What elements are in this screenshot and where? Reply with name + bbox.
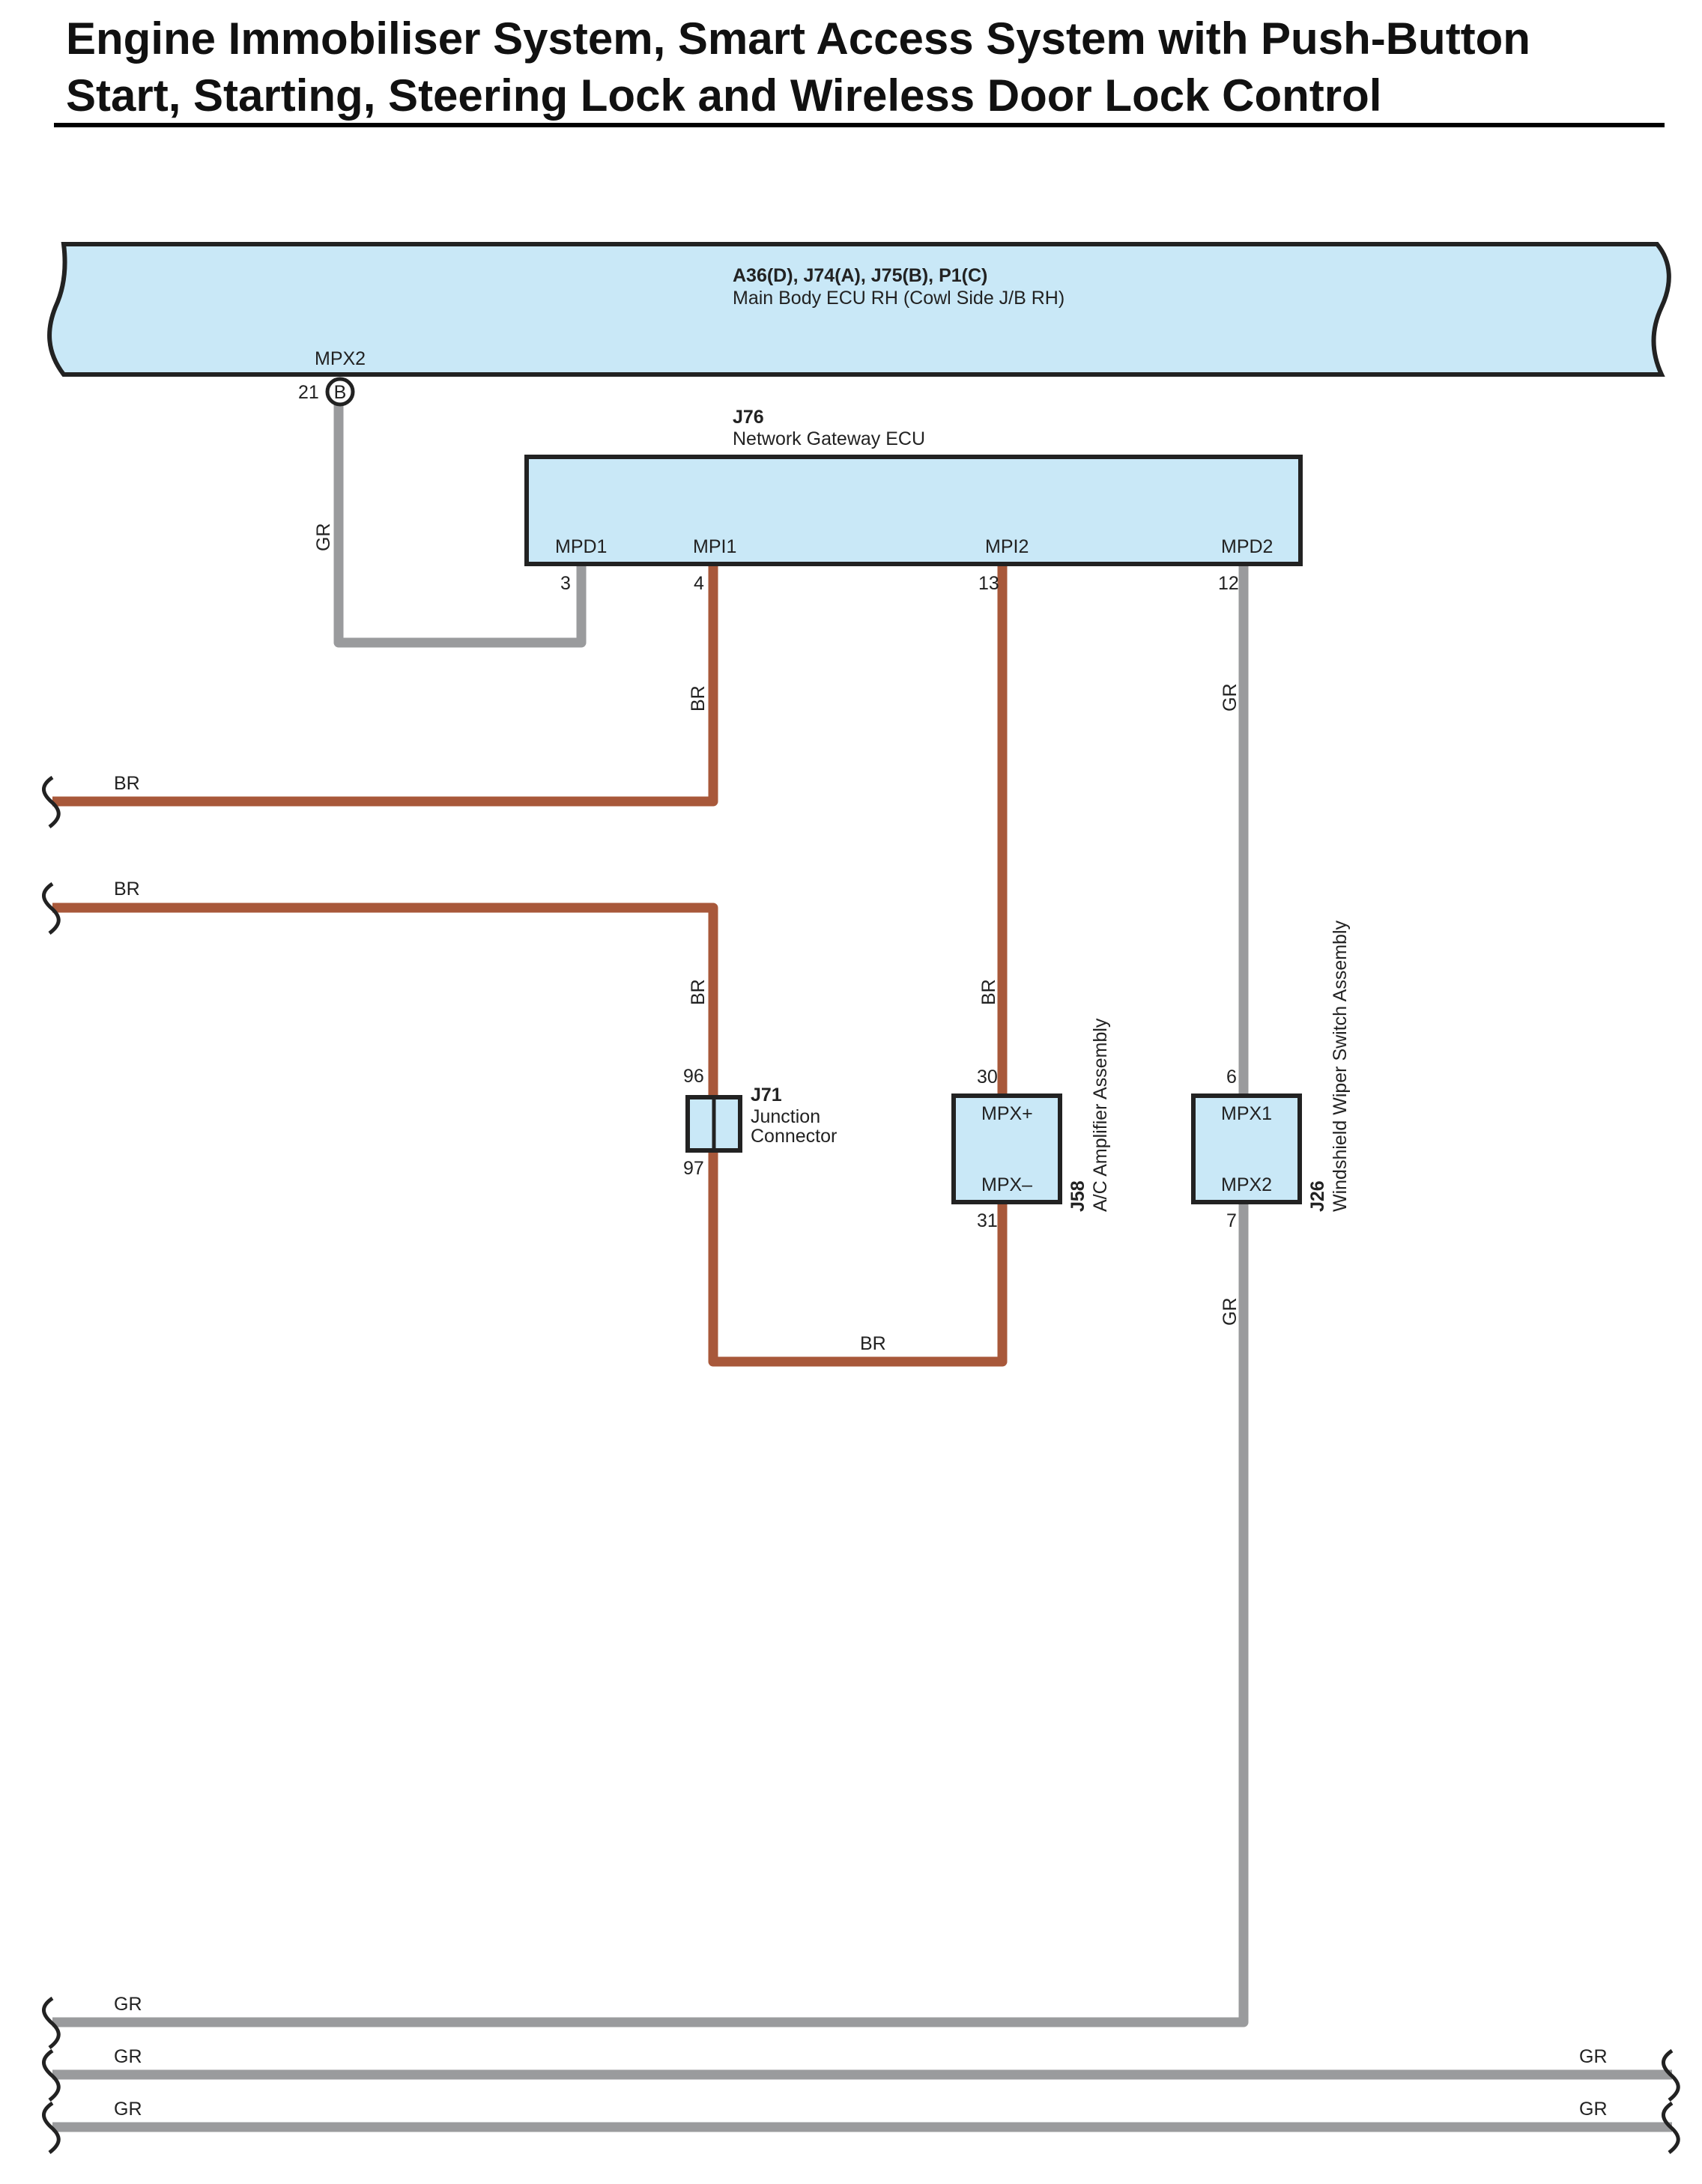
wire-label-gr-bus-middle-right: GR: [1579, 2046, 1608, 2067]
break-gr-middle-right: [1662, 2048, 1680, 2102]
gateway-pin-label-mpd1: MPD1: [555, 536, 607, 557]
wire-label-br-mpi2: BR: [978, 979, 999, 1005]
j26-code: J26: [1307, 1180, 1328, 1212]
page-title: Engine Immobiliser System, Smart Access …: [66, 10, 1530, 124]
j26-pin-number-6: 6: [1226, 1067, 1237, 1088]
j26-pin-label-mpx2: MPX2: [1221, 1174, 1272, 1195]
gateway-pin-number-4: 4: [694, 573, 704, 594]
connector-b-circle: [325, 377, 355, 407]
gateway-ecu-name: Network Gateway ECU: [733, 428, 925, 449]
gateway-pin-number-3: 3: [560, 573, 571, 594]
main-body-ecu-box: [47, 242, 1671, 377]
main-body-ecu-pin-number: 21: [298, 382, 319, 403]
wire-label-gr-bus-bottom-right: GR: [1579, 2099, 1608, 2120]
main-body-ecu-name: Main Body ECU RH (Cowl Side J/B RH): [733, 288, 1064, 309]
j71-name-line1: Junction: [751, 1106, 820, 1127]
j26-pin-number-7: 7: [1226, 1210, 1237, 1231]
connector-b-letter: B: [334, 382, 347, 403]
j58-code: J58: [1067, 1180, 1088, 1212]
gateway-pin-number-12: 12: [1218, 573, 1239, 594]
break-gr-upper: [42, 1996, 61, 2049]
j26-name: Windshield Wiper Switch Assembly: [1330, 920, 1351, 1212]
break-gr-lower-right: [1662, 2101, 1680, 2154]
break-gr-middle: [42, 2048, 61, 2102]
wire-gr-wiper-mpx2-down: [52, 1202, 1249, 2027]
wire-br-j71-to-mpx-minus: [708, 1152, 1008, 1367]
j58-name: A/C Amplifier Assembly: [1090, 1018, 1111, 1212]
j58-pin-label-mpx-minus: MPX–: [981, 1174, 1032, 1195]
j26-pin-label-mpx1: MPX1: [1221, 1103, 1272, 1124]
break-br-lower: [42, 882, 61, 935]
j26-wiper-switch-box: [1191, 1093, 1302, 1204]
wire-gr-mpx2-to-mpd1: [333, 401, 587, 648]
title-underline: [54, 123, 1665, 127]
title-line-1: Engine Immobiliser System, Smart Access …: [66, 13, 1530, 64]
break-gr-lower: [42, 2101, 61, 2154]
j58-pin-number-31: 31: [977, 1210, 998, 1231]
wire-br-left-to-j71: [52, 903, 718, 1096]
title-line-2: Start, Starting, Steering Lock and Wirel…: [66, 70, 1382, 121]
main-body-ecu-code: A36(D), J74(A), J75(B), P1(C): [733, 265, 987, 286]
main-body-ecu-pin-label: MPX2: [315, 348, 366, 369]
gateway-pin-label-mpi1: MPI1: [693, 536, 736, 557]
gateway-pin-label-mpd2: MPD2: [1221, 536, 1273, 557]
wire-label-br-mpi1: BR: [688, 685, 709, 712]
wire-label-gr-bus-bottom-left: GR: [114, 2099, 142, 2120]
wire-label-gr-wiper: GR: [1220, 1298, 1241, 1326]
wire-br-mpi1: [52, 564, 718, 807]
wire-label-gr-bus-top: GR: [114, 1994, 142, 2015]
j58-pin-number-30: 30: [977, 1067, 998, 1088]
gateway-ecu-code: J76: [733, 407, 764, 428]
gateway-ecu-box: [524, 455, 1303, 566]
j71-code: J71: [751, 1085, 782, 1105]
j58-ac-amplifier-box: [951, 1093, 1062, 1204]
wire-label-gr-mpx2: GR: [313, 524, 334, 552]
wire-label-br-lower: BR: [114, 879, 140, 900]
wire-label-br-bottom: BR: [860, 1333, 886, 1354]
wire-label-br-upper: BR: [114, 773, 140, 794]
gateway-pin-number-13: 13: [978, 573, 999, 594]
wire-break-symbols: [42, 775, 1680, 2154]
break-br-upper: [42, 775, 61, 828]
gateway-pin-label-mpi2: MPI2: [985, 536, 1029, 557]
j58-pin-label-mpx-plus: MPX+: [981, 1103, 1033, 1124]
wire-label-gr-bus-middle-left: GR: [114, 2046, 142, 2067]
wire-label-br-j71: BR: [688, 979, 709, 1005]
j71-name-line2: Connector: [751, 1126, 837, 1147]
j71-pin-97: 97: [683, 1158, 704, 1179]
wire-label-gr-mpd2: GR: [1220, 684, 1241, 712]
j71-pin-96: 96: [683, 1066, 704, 1087]
